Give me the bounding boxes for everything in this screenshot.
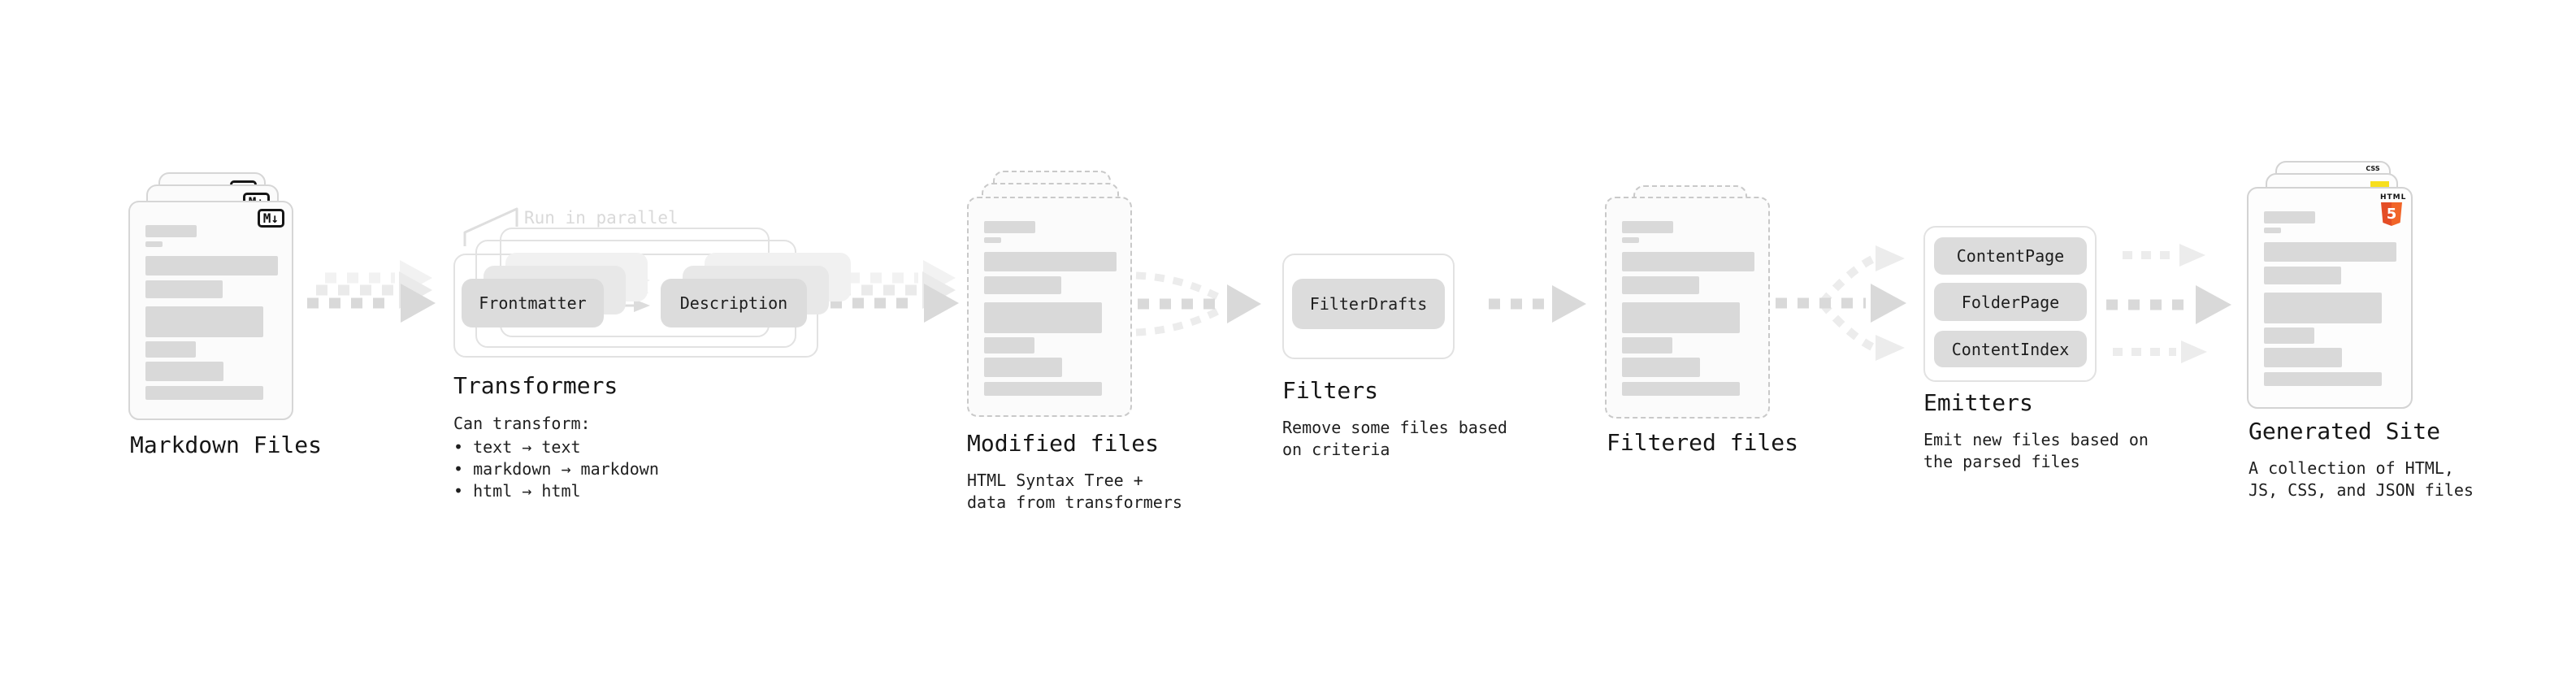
run-in-parallel-leader-line [463, 207, 518, 246]
transformers-label: Transformers [453, 372, 618, 399]
placeholder-text-bar [1622, 237, 1639, 243]
placeholder-text-bar [2264, 293, 2382, 323]
arrow-filtered-to-emitters [1776, 245, 1906, 361]
bullet-markdown-to-markdown: • markdown → markdown [453, 459, 659, 479]
html-file-card: HTML 5 [2247, 187, 2413, 409]
description-plugin-chip: Description [661, 279, 807, 327]
emitters-caption: Emitters Emit new files based on the par… [1923, 389, 2192, 473]
placeholder-text-bar [984, 337, 1034, 354]
placeholder-text-bar [984, 382, 1102, 396]
contentindex-plugin-chip: ContentIndex [1934, 331, 2087, 367]
emitters-label: Emitters [1923, 389, 2033, 416]
arrow-modified-to-filters [1135, 271, 1261, 336]
filtered-files-label: Filtered files [1607, 429, 1799, 456]
generated-site-caption: Generated Site A collection of HTML, JS,… [2249, 418, 2525, 501]
filterdrafts-plugin-chip: FilterDrafts [1292, 279, 1445, 329]
placeholder-text-bar [984, 252, 1117, 271]
placeholder-text-bar [1622, 382, 1740, 396]
markdown-files-caption: Markdown Files [130, 432, 374, 459]
contentpage-plugin-chip: ContentPage [1934, 237, 2087, 275]
placeholder-text-bar [1622, 252, 1754, 271]
placeholder-text-bar [2264, 228, 2281, 233]
filtered-file-card-front [1605, 197, 1770, 419]
placeholder-text-bar [2264, 327, 2314, 344]
placeholder-text-bar [145, 386, 263, 400]
placeholder-text-bar [984, 358, 1062, 377]
frontmatter-plugin-chip: Frontmatter [462, 279, 604, 327]
html5-icon: HTML 5 [2380, 193, 2405, 226]
filters-label: Filters [1282, 377, 1379, 404]
emitters-box [1923, 226, 2097, 382]
markdown-files-label: Markdown Files [130, 432, 323, 458]
markdown-file-card-front: M↓ [128, 201, 293, 420]
bullet-text-to-text: • text → text [453, 437, 581, 457]
modified-file-card-front [967, 197, 1132, 417]
arrow-transformers-to-modified [830, 260, 959, 323]
filters-box [1282, 254, 1455, 359]
transformers-caption: Transformers Can transform: • text → tex… [453, 372, 811, 502]
run-in-parallel-callout: Run in parallel [524, 208, 679, 228]
filtered-files-caption: Filtered files [1607, 429, 1867, 457]
placeholder-text-bar [145, 241, 163, 247]
placeholder-text-bar [145, 362, 223, 381]
placeholder-text-bar [145, 341, 196, 358]
modified-files-caption: Modified files HTML Syntax Tree + data f… [967, 430, 1243, 514]
placeholder-text-bar [1622, 337, 1672, 354]
placeholder-text-bar [1622, 358, 1700, 377]
arrow-markdown-to-transformers [307, 260, 436, 323]
placeholder-text-bar [984, 276, 1061, 294]
generated-site-label: Generated Site [2249, 418, 2441, 445]
bullet-html-to-html: • html → html [453, 481, 581, 501]
markdown-icon: M↓ [257, 209, 284, 228]
placeholder-text-bar [145, 225, 197, 237]
placeholder-text-bar [145, 256, 278, 275]
modified-files-sublabel: HTML Syntax Tree + data from transformer… [967, 471, 1182, 512]
arrow-emitters-to-generated [2106, 244, 2231, 363]
placeholder-text-bar [2264, 211, 2315, 223]
emitters-sublabel: Emit new files based on the parsed files [1923, 430, 2149, 471]
placeholder-text-bar [145, 306, 263, 337]
placeholder-text-bar [2264, 348, 2342, 367]
placeholder-text-bar [2264, 242, 2396, 262]
placeholder-text-bar [2264, 267, 2341, 284]
arrow-filters-to-filtered [1489, 285, 1586, 323]
modified-files-label: Modified files [967, 430, 1160, 457]
transformers-bullets: • text → text • markdown → markdown • ht… [453, 436, 811, 502]
filters-sublabel: Remove some files based on criteria [1282, 418, 1507, 459]
placeholder-text-bar [1622, 221, 1673, 233]
placeholder-text-bar [1622, 302, 1740, 333]
generated-site-sublabel: A collection of HTML, JS, CSS, and JSON … [2249, 458, 2474, 500]
transformers-desc-title: Can transform: [453, 414, 591, 433]
placeholder-text-bar [984, 221, 1035, 233]
filters-caption: Filters Remove some files based on crite… [1282, 377, 1550, 461]
placeholder-text-bar [984, 237, 1001, 243]
placeholder-text-bar [2264, 372, 2382, 386]
placeholder-text-bar [1622, 276, 1699, 294]
folderpage-plugin-chip: FolderPage [1934, 283, 2087, 321]
placeholder-text-bar [984, 302, 1102, 333]
placeholder-text-bar [145, 280, 223, 298]
